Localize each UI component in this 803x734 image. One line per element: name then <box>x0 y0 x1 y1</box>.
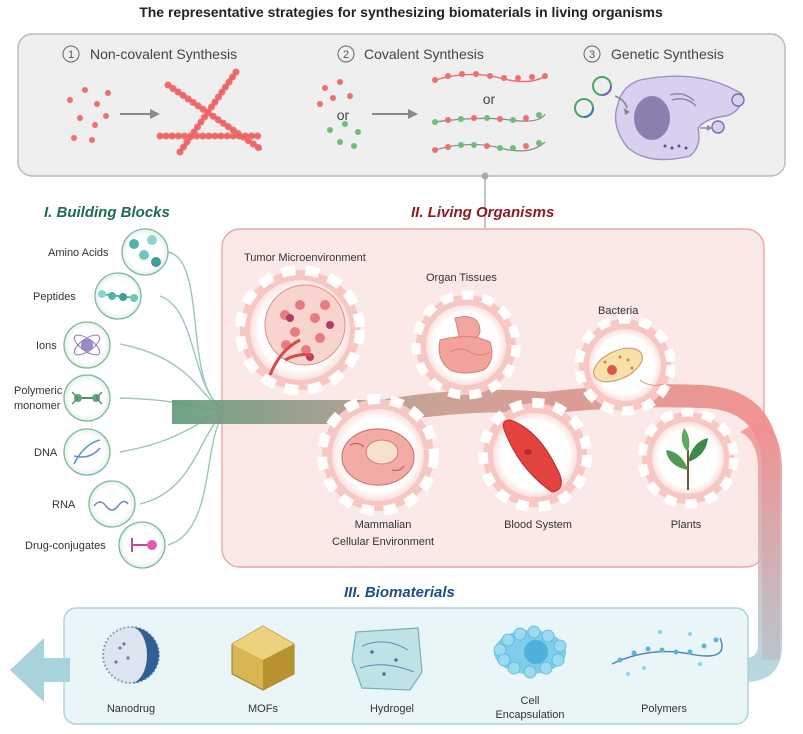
arrow-icon <box>372 109 418 119</box>
polymer-chain-icon <box>432 71 548 83</box>
cell-icon <box>614 75 743 161</box>
rna-icon <box>88 480 136 528</box>
cell-encapsulation-icon <box>493 625 567 679</box>
tumor-label: Tumor Microenvironment <box>244 252 366 264</box>
hydrogel-icon <box>351 627 423 691</box>
mammalian-label-1: Mammalian <box>355 519 412 531</box>
gear-organ <box>411 290 521 400</box>
polymeric-label-1: Polymeric <box>14 385 63 397</box>
gear-tumor <box>235 265 365 395</box>
gear-mammalian <box>317 394 439 516</box>
polymers-label: Polymers <box>641 703 687 715</box>
biomaterials-heading: III. Biomaterials <box>344 584 455 601</box>
bacteria-label: Bacteria <box>598 305 639 317</box>
plants-label: Plants <box>671 519 702 531</box>
flow-band <box>172 384 780 660</box>
plasmid-icon <box>574 76 612 118</box>
cell-encapsulation-label-2: Encapsulation <box>495 709 564 721</box>
cell-encapsulation-label-1: Cell <box>521 695 540 707</box>
output-arrow-icon <box>10 638 70 702</box>
strategies-panel: 1 Non-covalent Synthesis 2 Covalent Synt… <box>17 33 786 177</box>
strategy-2-label: Covalent Synthesis <box>364 46 484 62</box>
polymeric-label-2: monomer <box>14 400 61 412</box>
mofs-icon <box>231 625 295 691</box>
strategy-3-label: Genetic Synthesis <box>611 46 724 62</box>
nanodrug-label: Nanodrug <box>107 703 155 715</box>
ions-icon <box>63 321 111 369</box>
strategy-3-number: 3 <box>589 49 595 61</box>
dna-icon <box>63 428 111 476</box>
covalent-monomers-icon <box>317 79 361 149</box>
drug-conjugates-label: Drug-conjugates <box>25 540 106 552</box>
strategy-1-number: 1 <box>68 49 74 61</box>
gear-plants <box>637 407 739 509</box>
polymers-icon <box>611 630 723 676</box>
peptides-icon <box>94 272 142 320</box>
arrow-icon <box>120 109 160 119</box>
or-label-2: or <box>483 91 496 107</box>
nanodrug-icon <box>102 626 160 684</box>
living-organisms-heading: II. Living Organisms <box>411 204 554 221</box>
hydrogel-label: Hydrogel <box>370 703 414 715</box>
monomer-dots-icon <box>67 87 111 143</box>
strategy-1-label: Non-covalent Synthesis <box>90 46 237 62</box>
mammalian-label-2: Cellular Environment <box>332 536 434 548</box>
or-label-1: or <box>337 107 350 123</box>
amino-acids-icon <box>121 228 169 276</box>
ions-label: Ions <box>36 340 57 352</box>
blood-label: Blood System <box>504 519 572 531</box>
dna-label: DNA <box>34 447 58 459</box>
copolymer-chain-icon <box>432 112 546 153</box>
building-blocks-heading: I. Building Blocks <box>44 204 170 221</box>
figure-title: The representative strategies for synthe… <box>139 4 663 20</box>
polymeric-monomer-icon <box>63 374 111 422</box>
rna-label: RNA <box>52 499 76 511</box>
mofs-label: MOFs <box>248 703 278 715</box>
gear-blood <box>478 398 592 512</box>
organ-label: Organ Tissues <box>426 272 497 284</box>
secreted-product-icon <box>700 93 745 134</box>
strategy-2-number: 2 <box>343 49 349 61</box>
drug-conjugates-icon <box>118 521 166 569</box>
gear-bacteria <box>574 314 676 416</box>
peptides-label: Peptides <box>33 291 76 303</box>
amino-acids-label: Amino Acids <box>48 247 109 259</box>
